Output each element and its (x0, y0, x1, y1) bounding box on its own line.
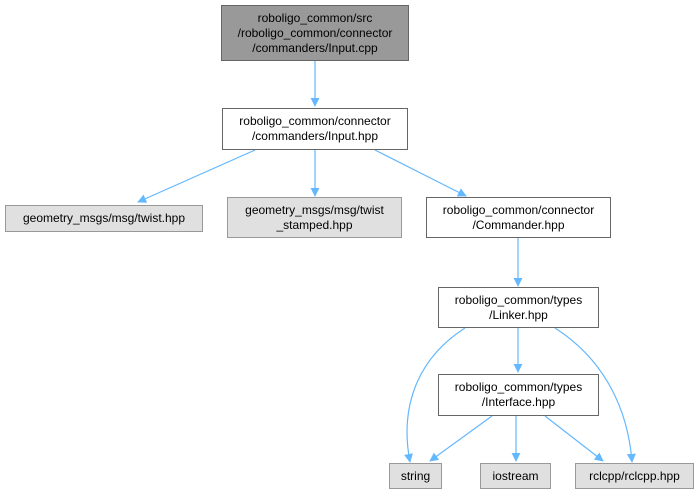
edge-interface-to-rclcpp (544, 415, 604, 462)
node-interface-line-2: /Interface.hpp (481, 395, 556, 409)
node-linker[interactable]: roboligo_common/types /Linker.hpp (438, 287, 599, 328)
edge-linker-to-string (404, 327, 466, 463)
edge-input-hpp-to-twist (137, 149, 256, 203)
node-linker-line-2: /Linker.hpp (489, 307, 548, 322)
node-input-hpp[interactable]: roboligo_common/connector /commanders/In… (222, 108, 408, 150)
node-input-cpp[interactable]: roboligo_common/src /roboligo_common/con… (221, 5, 409, 61)
node-iostream-line-1: iostream (492, 468, 539, 483)
node-rclcpp-line-1: rclcpp/rclcpp.hpp (589, 468, 680, 483)
node-interface-line-1: roboligo_common/types (454, 380, 583, 394)
node-twist-line-1: geometry_msgs/msg/twist.hpp (22, 211, 186, 225)
node-twist-stamped-line-2: _stamped.hpp (276, 217, 353, 232)
node-commander-line-1: roboligo_common/connector (442, 202, 595, 217)
node-twist[interactable]: geometry_msgs/msg/twist.hpp (5, 205, 203, 232)
node-string[interactable]: string (389, 463, 442, 489)
node-input-cpp-line-1: roboligo_common/src (257, 10, 373, 25)
edge-linker-to-rclcpp (554, 327, 636, 463)
node-twist-stamped[interactable]: geometry_msgs/msg/twist _stamped.hpp (227, 197, 402, 238)
node-iostream[interactable]: iostream (480, 463, 551, 489)
node-linker-line-1: roboligo_common/types (454, 292, 583, 307)
node-input-cpp-line-3: /commanders/Input.cpp (252, 40, 378, 55)
node-interface[interactable]: roboligo_common/types /Interface.hpp (438, 374, 599, 416)
edge-input-hpp-to-commander (374, 149, 467, 197)
node-rclcpp[interactable]: rclcpp/rclcpp.hpp (575, 463, 694, 489)
node-commander[interactable]: roboligo_common/connector /Commander.hpp (426, 197, 611, 238)
node-input-cpp-line-2: /roboligo_common/connector (237, 25, 393, 40)
node-commander-line-2: /Commander.hpp (472, 217, 565, 232)
node-string-line-1: string (400, 468, 431, 483)
node-input-hpp-line-1: roboligo_common/connector (239, 114, 391, 128)
node-input-hpp-line-2: /commanders/Input.hpp (251, 129, 379, 143)
node-twist-stamped-line-1: geometry_msgs/msg/twist (245, 202, 384, 217)
edge-interface-to-string (429, 415, 493, 462)
